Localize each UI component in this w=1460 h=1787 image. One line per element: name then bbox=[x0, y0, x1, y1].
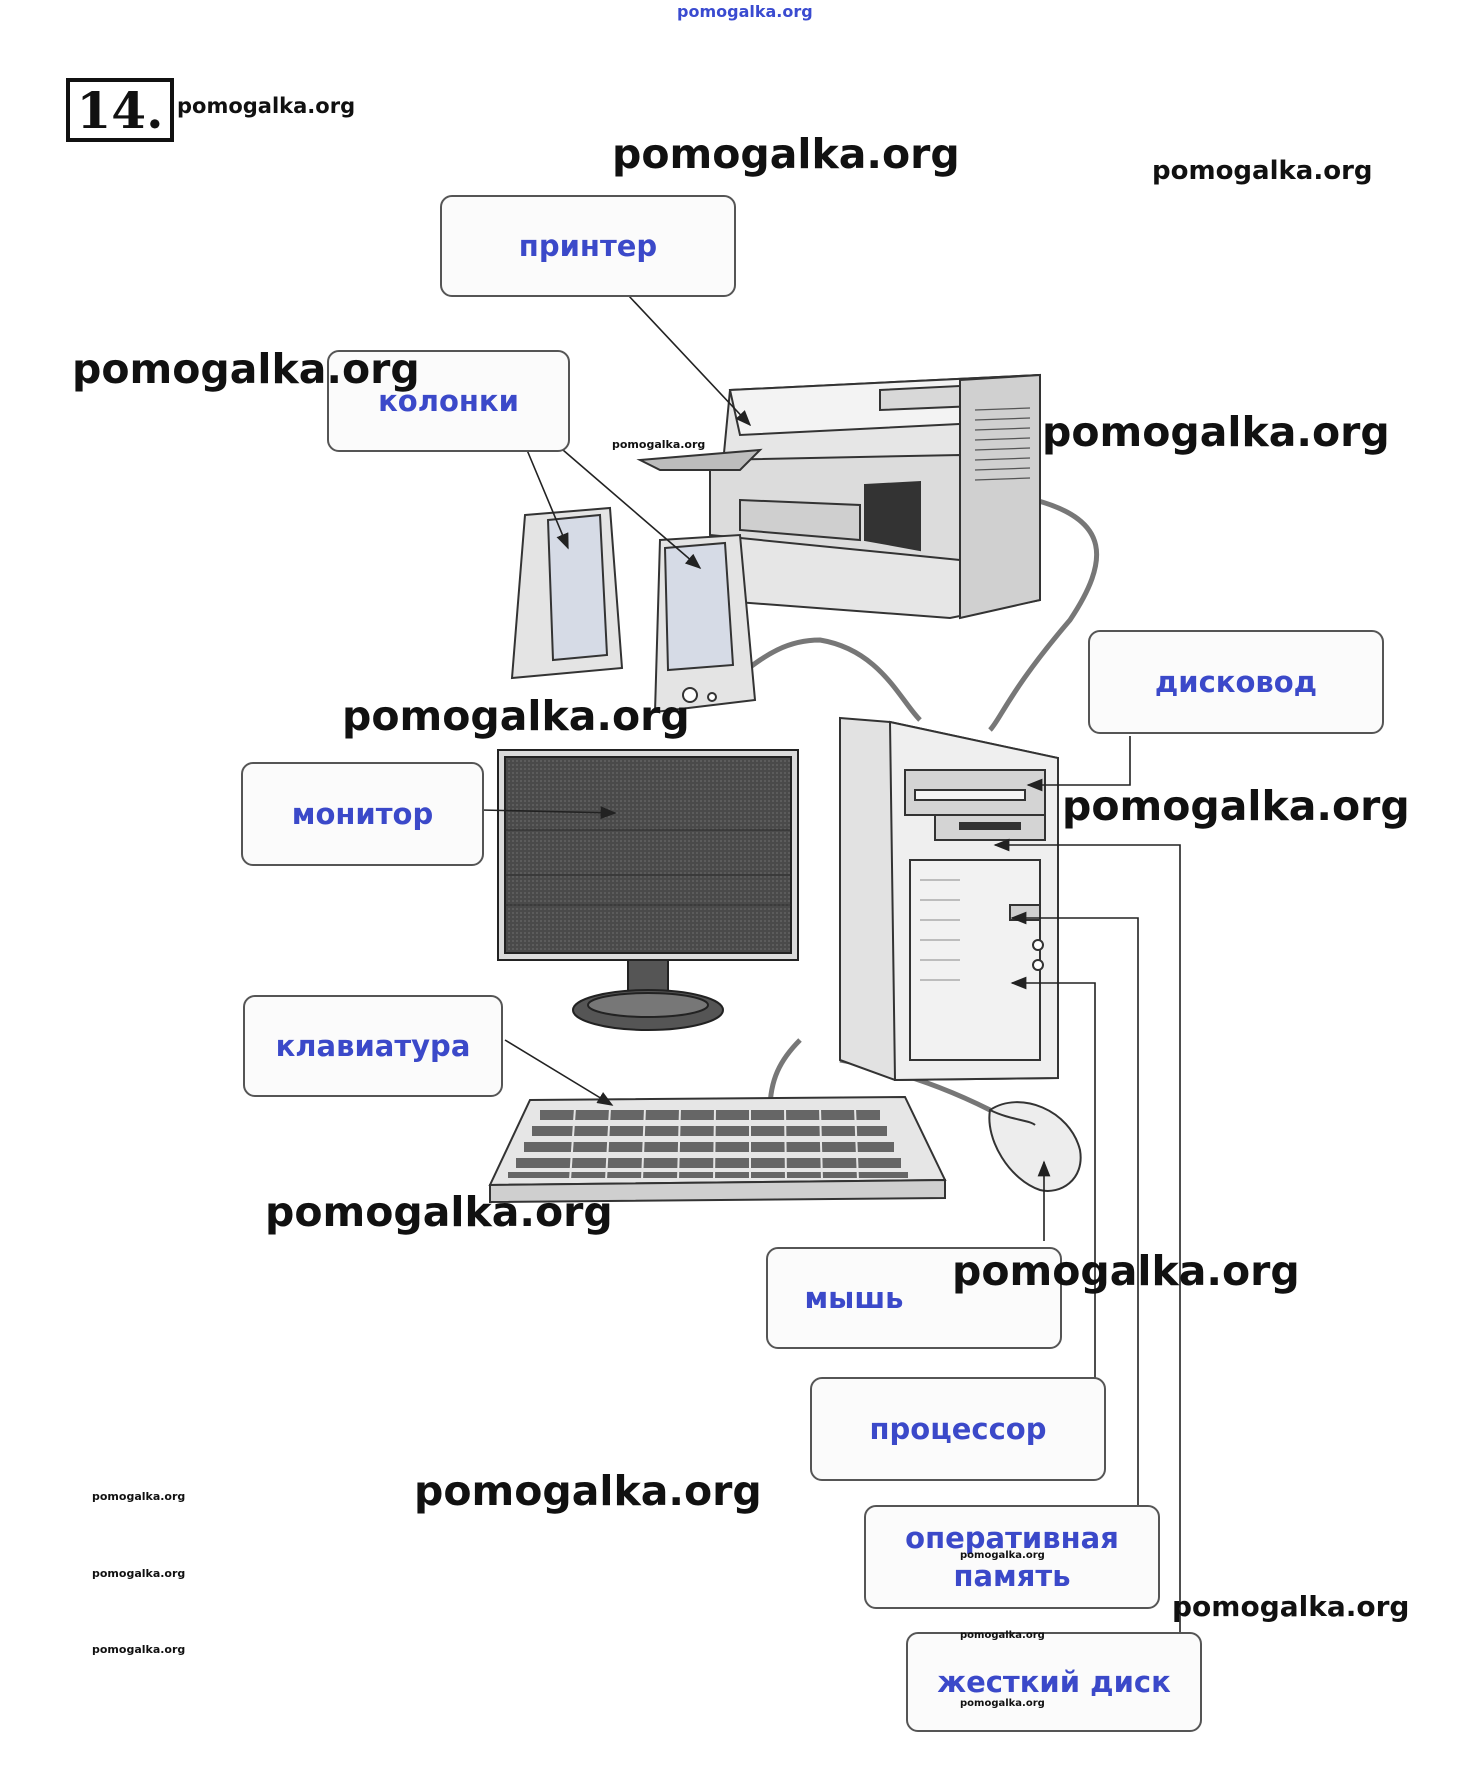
label-mouse: мышь bbox=[766, 1247, 1062, 1349]
watermark-8: pomogalka.org bbox=[1062, 782, 1410, 830]
label-speakers: колонки bbox=[327, 350, 570, 452]
watermark-top: pomogalka.org bbox=[677, 2, 813, 21]
label-printer: принтер bbox=[440, 195, 736, 297]
watermark-3: pomogalka.org bbox=[1152, 156, 1373, 186]
monitor-image bbox=[497, 749, 799, 1031]
printer-image bbox=[636, 373, 1041, 620]
label-hdd: жесткий диск bbox=[906, 1632, 1202, 1732]
system-unit-image bbox=[839, 716, 1059, 1082]
label-keyboard: клавиатура bbox=[243, 995, 503, 1097]
watermark-6: pomogalka.org bbox=[1042, 408, 1390, 456]
watermark-13: pomogalka.org bbox=[92, 1567, 186, 1580]
label-ram-line1: оперативная bbox=[905, 1520, 1119, 1555]
watermark-4: pomogalka.org bbox=[72, 345, 420, 393]
watermark-1: pomogalka.org bbox=[177, 94, 356, 118]
watermark-5: pomogalka.org bbox=[612, 438, 706, 451]
pointer-lines bbox=[480, 294, 1181, 1632]
label-ram-line2: память bbox=[953, 1559, 1071, 1593]
label-monitor: монитор bbox=[241, 762, 484, 866]
mouse-image bbox=[988, 1101, 1082, 1192]
watermark-2: pomogalka.org bbox=[612, 130, 960, 178]
watermark-7: pomogalka.org bbox=[342, 692, 690, 740]
speakers-image bbox=[510, 506, 757, 714]
keyboard-image bbox=[488, 1095, 947, 1204]
watermark-15: pomogalka.org bbox=[960, 1550, 1045, 1561]
watermark-18: pomogalka.org bbox=[960, 1698, 1045, 1709]
task-number: 14. bbox=[66, 78, 174, 142]
label-processor: процессор bbox=[810, 1377, 1106, 1481]
watermark-10: pomogalka.org bbox=[952, 1247, 1300, 1295]
label-drive: дисковод bbox=[1088, 630, 1384, 734]
watermark-12: pomogalka.org bbox=[92, 1490, 186, 1503]
label-ram: оперативная память bbox=[864, 1505, 1160, 1609]
watermark-16: pomogalka.org bbox=[1172, 1590, 1410, 1623]
watermark-17: pomogalka.org bbox=[960, 1630, 1045, 1641]
watermark-14: pomogalka.org bbox=[92, 1643, 186, 1656]
watermark-11: pomogalka.org bbox=[414, 1467, 762, 1515]
watermark-9: pomogalka.org bbox=[265, 1188, 613, 1236]
